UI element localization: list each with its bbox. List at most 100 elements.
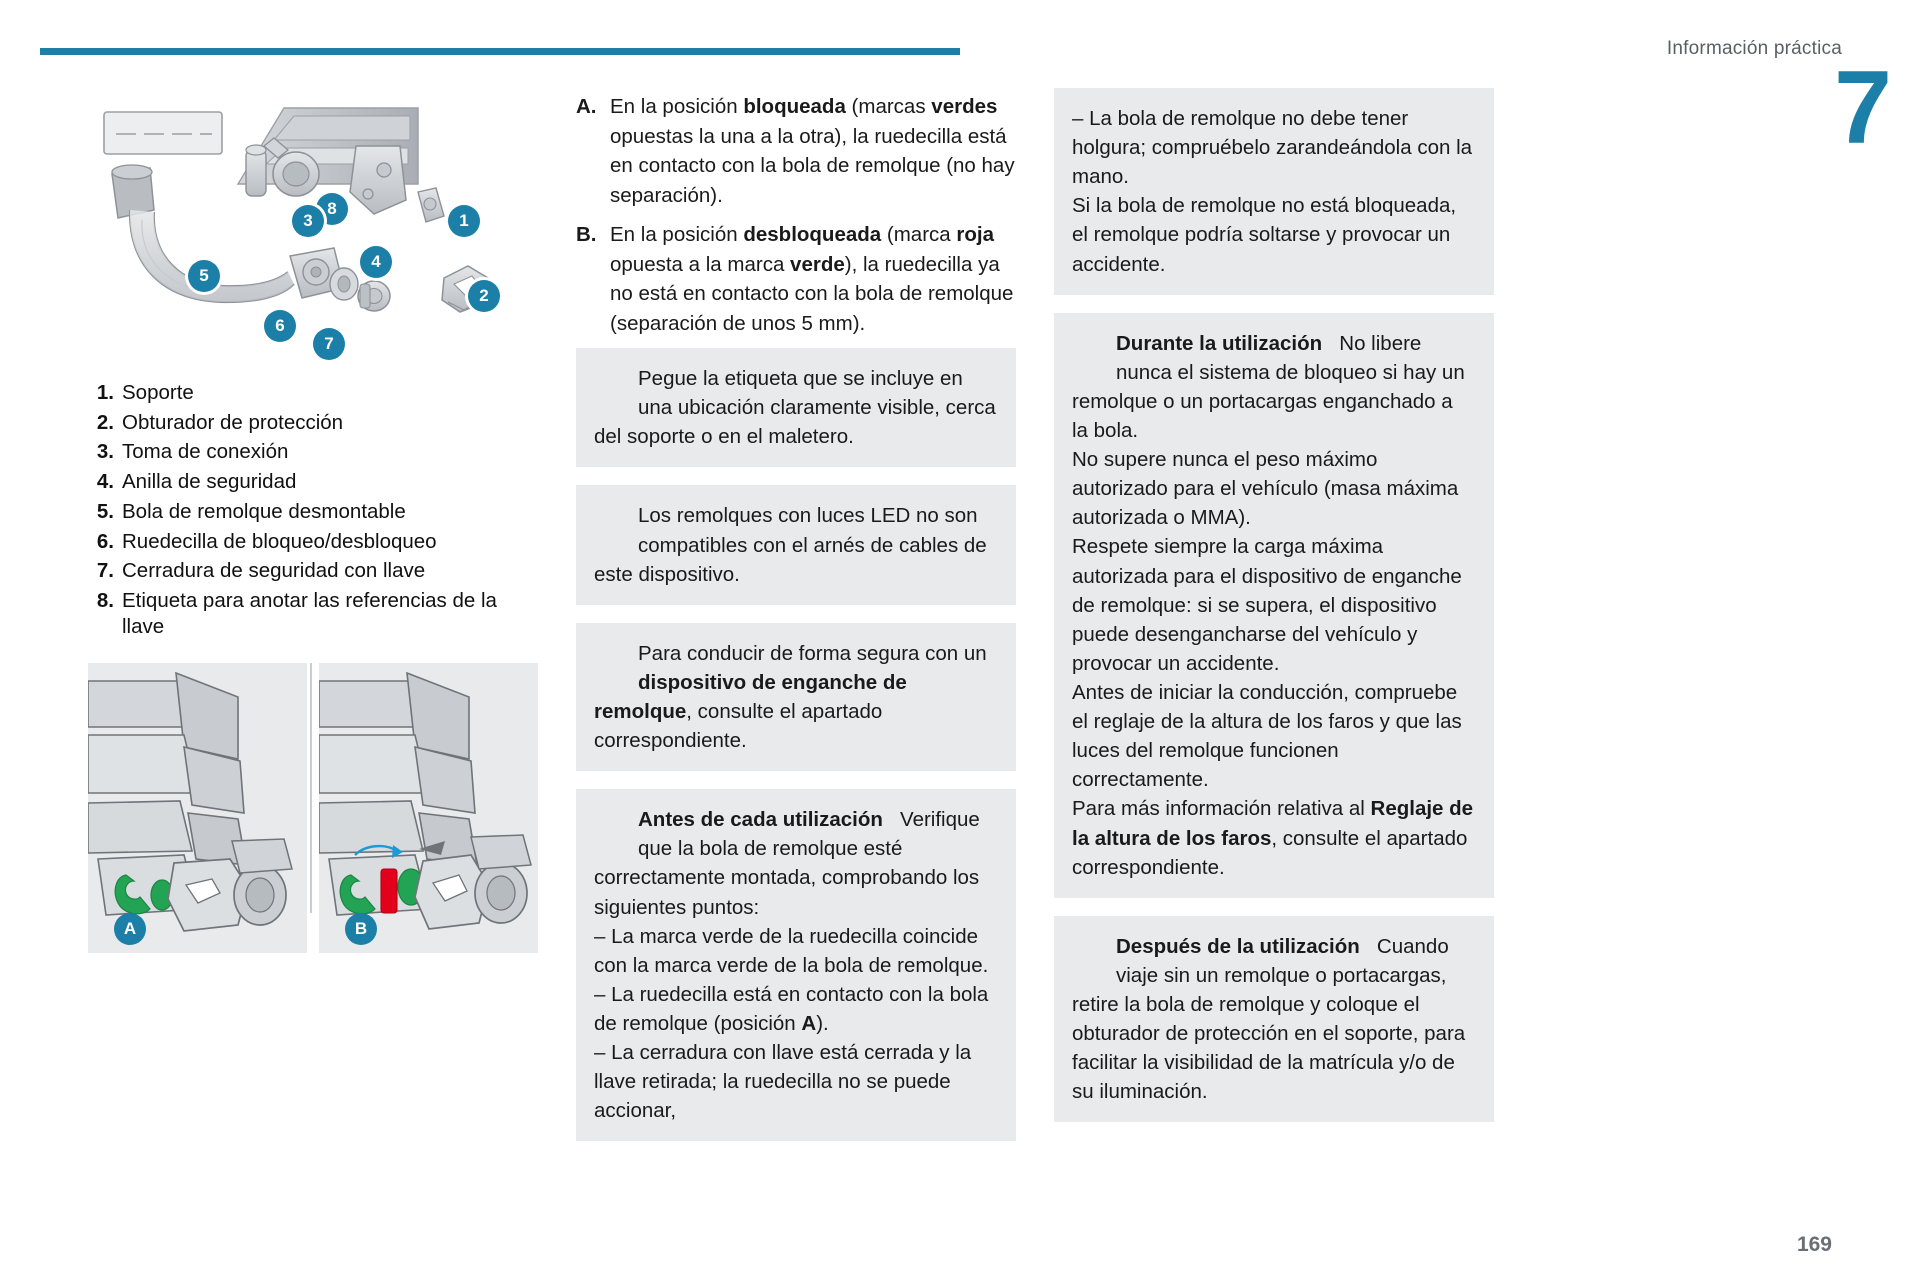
header-rule	[40, 48, 960, 55]
legend-item: 8. Etiqueta para anotar las referencias …	[88, 588, 538, 640]
p5-part1: Para más información relativa al	[1072, 797, 1371, 821]
pb-t3: opuesta a la marca	[610, 252, 791, 276]
pb-b1: desbloqueada	[743, 223, 882, 247]
info-note-label: Pegue la etiqueta que se incluye en una …	[576, 348, 1016, 468]
figure-position-a: A	[88, 662, 307, 953]
figure-callout-5: 5	[188, 260, 220, 292]
chapter-number: 7	[1834, 50, 1892, 166]
p5-bold: Reglaje de la altura de los faros	[1072, 797, 1474, 850]
section-title: Información práctica	[1666, 38, 1842, 59]
bullet2-p2: ).	[816, 1011, 829, 1035]
legend-number: 1.	[96, 381, 114, 404]
before-use-bullet-2: – La ruedecilla está en contacto con la …	[594, 980, 996, 1038]
figure-callout-3: 3	[292, 205, 324, 237]
info-note-driving: Para conducir de forma segura con un dis…	[576, 622, 1016, 772]
position-a-letter: A.	[576, 95, 597, 118]
position-b-letter: B.	[576, 223, 597, 247]
figure-callout-4: 4	[360, 246, 392, 278]
warning-note-during-use: Durante la utilización No libere nunca e…	[1054, 312, 1494, 898]
legend-item: 1. Soporte	[88, 380, 538, 406]
during-use-title: Durante la utilización	[1116, 331, 1323, 355]
legend-item: 2. Obturador de protección	[88, 410, 538, 436]
warning-note-continuation: – La bola de remolque no debe tener holg…	[1054, 88, 1494, 295]
legend-label: Ruedecilla de bloqueo/desbloqueo	[122, 529, 437, 553]
pa-t2: (marcas	[845, 95, 932, 118]
before-use-body	[889, 808, 895, 831]
during-use-p4: Antes de iniciar la conducción, comprueb…	[1072, 680, 1462, 792]
figure-callout-7: 7	[313, 328, 345, 360]
warning-note-after-use: Después de la utilización Cuando viaje s…	[1054, 915, 1494, 1123]
figure-callout-2: 2	[468, 280, 500, 312]
legend-number: 7.	[96, 559, 114, 583]
position-a-text: En la posición bloqueada (marcas verdes …	[610, 92, 1016, 210]
pb-b3: verde	[790, 252, 845, 276]
towbar-illustration	[103, 107, 489, 313]
lock-position-figures: A	[88, 662, 538, 953]
pa-t3: opuestas la una a la otra), la ruedecill…	[610, 124, 1015, 207]
legend-label: Etiqueta para anotar las referencias de …	[122, 589, 497, 639]
pb-t2: (marca	[881, 223, 957, 247]
after-use-p1: Cuando viaje sin un remolque o portacarg…	[1072, 934, 1466, 1104]
pa-b2: verdes	[931, 95, 998, 118]
figure-badge-a: A	[114, 912, 146, 945]
before-use-intro: Verifique que la bola de remolque esté c…	[594, 808, 980, 919]
warning-note-before-use: Antes de cada utilización Verifique que …	[576, 789, 1016, 1142]
bullet2-bold: A	[801, 1011, 817, 1035]
figure-callout-6: 6	[264, 310, 296, 342]
legend-label: Bola de remolque desmontable	[122, 499, 406, 523]
legend-label: Toma de conexión	[122, 440, 289, 464]
continuation-line-2: Si la bola de remolque no está bloqueada…	[1072, 194, 1457, 276]
legend-number: 8.	[96, 589, 114, 613]
position-b-illustration	[319, 671, 532, 930]
left-column: 8 3 1 5 4 2 6 7 1. Soporte 2. Obturador …	[88, 88, 538, 1221]
legend-item: 5. Bola de remolque desmontable	[88, 499, 538, 525]
position-a-illustration	[88, 671, 293, 932]
legend-label: Anilla de seguridad	[122, 470, 297, 494]
info-icon	[594, 366, 628, 396]
during-use-p1: No libere nunca el sistema de bloqueo si…	[1072, 331, 1465, 442]
figure-callout-1: 1	[448, 205, 480, 237]
page-header: Información práctica	[0, 0, 1920, 72]
legend-number: 3.	[96, 440, 114, 464]
legend-item: 4. Anilla de seguridad	[88, 469, 538, 495]
before-use-bullet-1: – La marca verde de la ruedecilla coinci…	[594, 924, 989, 977]
info-note-driving-bold: dispositivo de enganche de remolque	[594, 670, 907, 723]
legend-number: 4.	[96, 470, 114, 494]
figure-divider	[310, 662, 312, 913]
figure-badge-b: B	[345, 912, 377, 945]
before-use-bullet-3: – La cerradura con llave está cerrada y …	[594, 1041, 972, 1123]
legend-number: 2.	[96, 410, 114, 434]
right-column: – La bola de remolque no debe tener holg…	[1054, 88, 1494, 1221]
warning-icon	[594, 807, 628, 837]
pa-t1: En la posición	[610, 95, 744, 118]
position-b-text: En la posición desbloqueada (marca roja …	[610, 220, 1016, 338]
info-note-driving-p1: Para conducir de forma segura con un	[638, 641, 987, 665]
before-use-title: Antes de cada utilización	[638, 808, 883, 832]
legend-item: 3. Toma de conexión	[88, 439, 538, 465]
pb-b2: roja	[956, 223, 994, 247]
warning-note-led: Los remolques con luces LED no son compa…	[576, 485, 1016, 605]
during-use-p3: Respete siempre la carga máxima autoriza…	[1072, 535, 1462, 675]
legend-label: Obturador de protección	[122, 410, 344, 434]
during-use-p5: Para más información relativa al Reglaje…	[1072, 794, 1474, 881]
pb-t1: En la posición	[610, 223, 744, 247]
continuation-line-1: – La bola de remolque no debe tener holg…	[1072, 107, 1473, 189]
pb-t4: ), la ruedecilla ya no está en contacto …	[610, 252, 1014, 335]
during-use-p2: No supere nunca el peso máximo autorizad…	[1072, 448, 1459, 530]
legend-item: 6. Ruedecilla de bloqueo/desbloqueo	[88, 529, 538, 555]
info-icon	[594, 641, 628, 671]
towbar-exploded-figure: 8 3 1 5 4 2 6 7	[88, 88, 538, 368]
p5-part2: , consulte el apartado correspondiente.	[1072, 826, 1468, 879]
warning-icon	[1072, 934, 1106, 964]
legend-item: 7. Cerradura de seguridad con llave	[88, 558, 538, 584]
legend-label: Soporte	[122, 381, 194, 404]
info-note-driving-p2: , consulte el apartado correspondiente.	[594, 700, 883, 753]
position-b-paragraph: B. En la posición desbloqueada (marca ro…	[576, 220, 1016, 338]
page-columns: 8 3 1 5 4 2 6 7 1. Soporte 2. Obturador …	[88, 88, 1832, 1221]
info-note-label-text: Pegue la etiqueta que se incluye en una …	[594, 367, 996, 449]
legend-number: 5.	[96, 499, 114, 523]
bullet2-p1: – La ruedecilla está en contacto con la …	[594, 982, 989, 1035]
warning-icon	[594, 503, 628, 533]
legend-label: Cerradura de seguridad con llave	[122, 559, 426, 583]
position-descriptions: A. En la posición bloqueada (marcas verd…	[576, 92, 1016, 338]
